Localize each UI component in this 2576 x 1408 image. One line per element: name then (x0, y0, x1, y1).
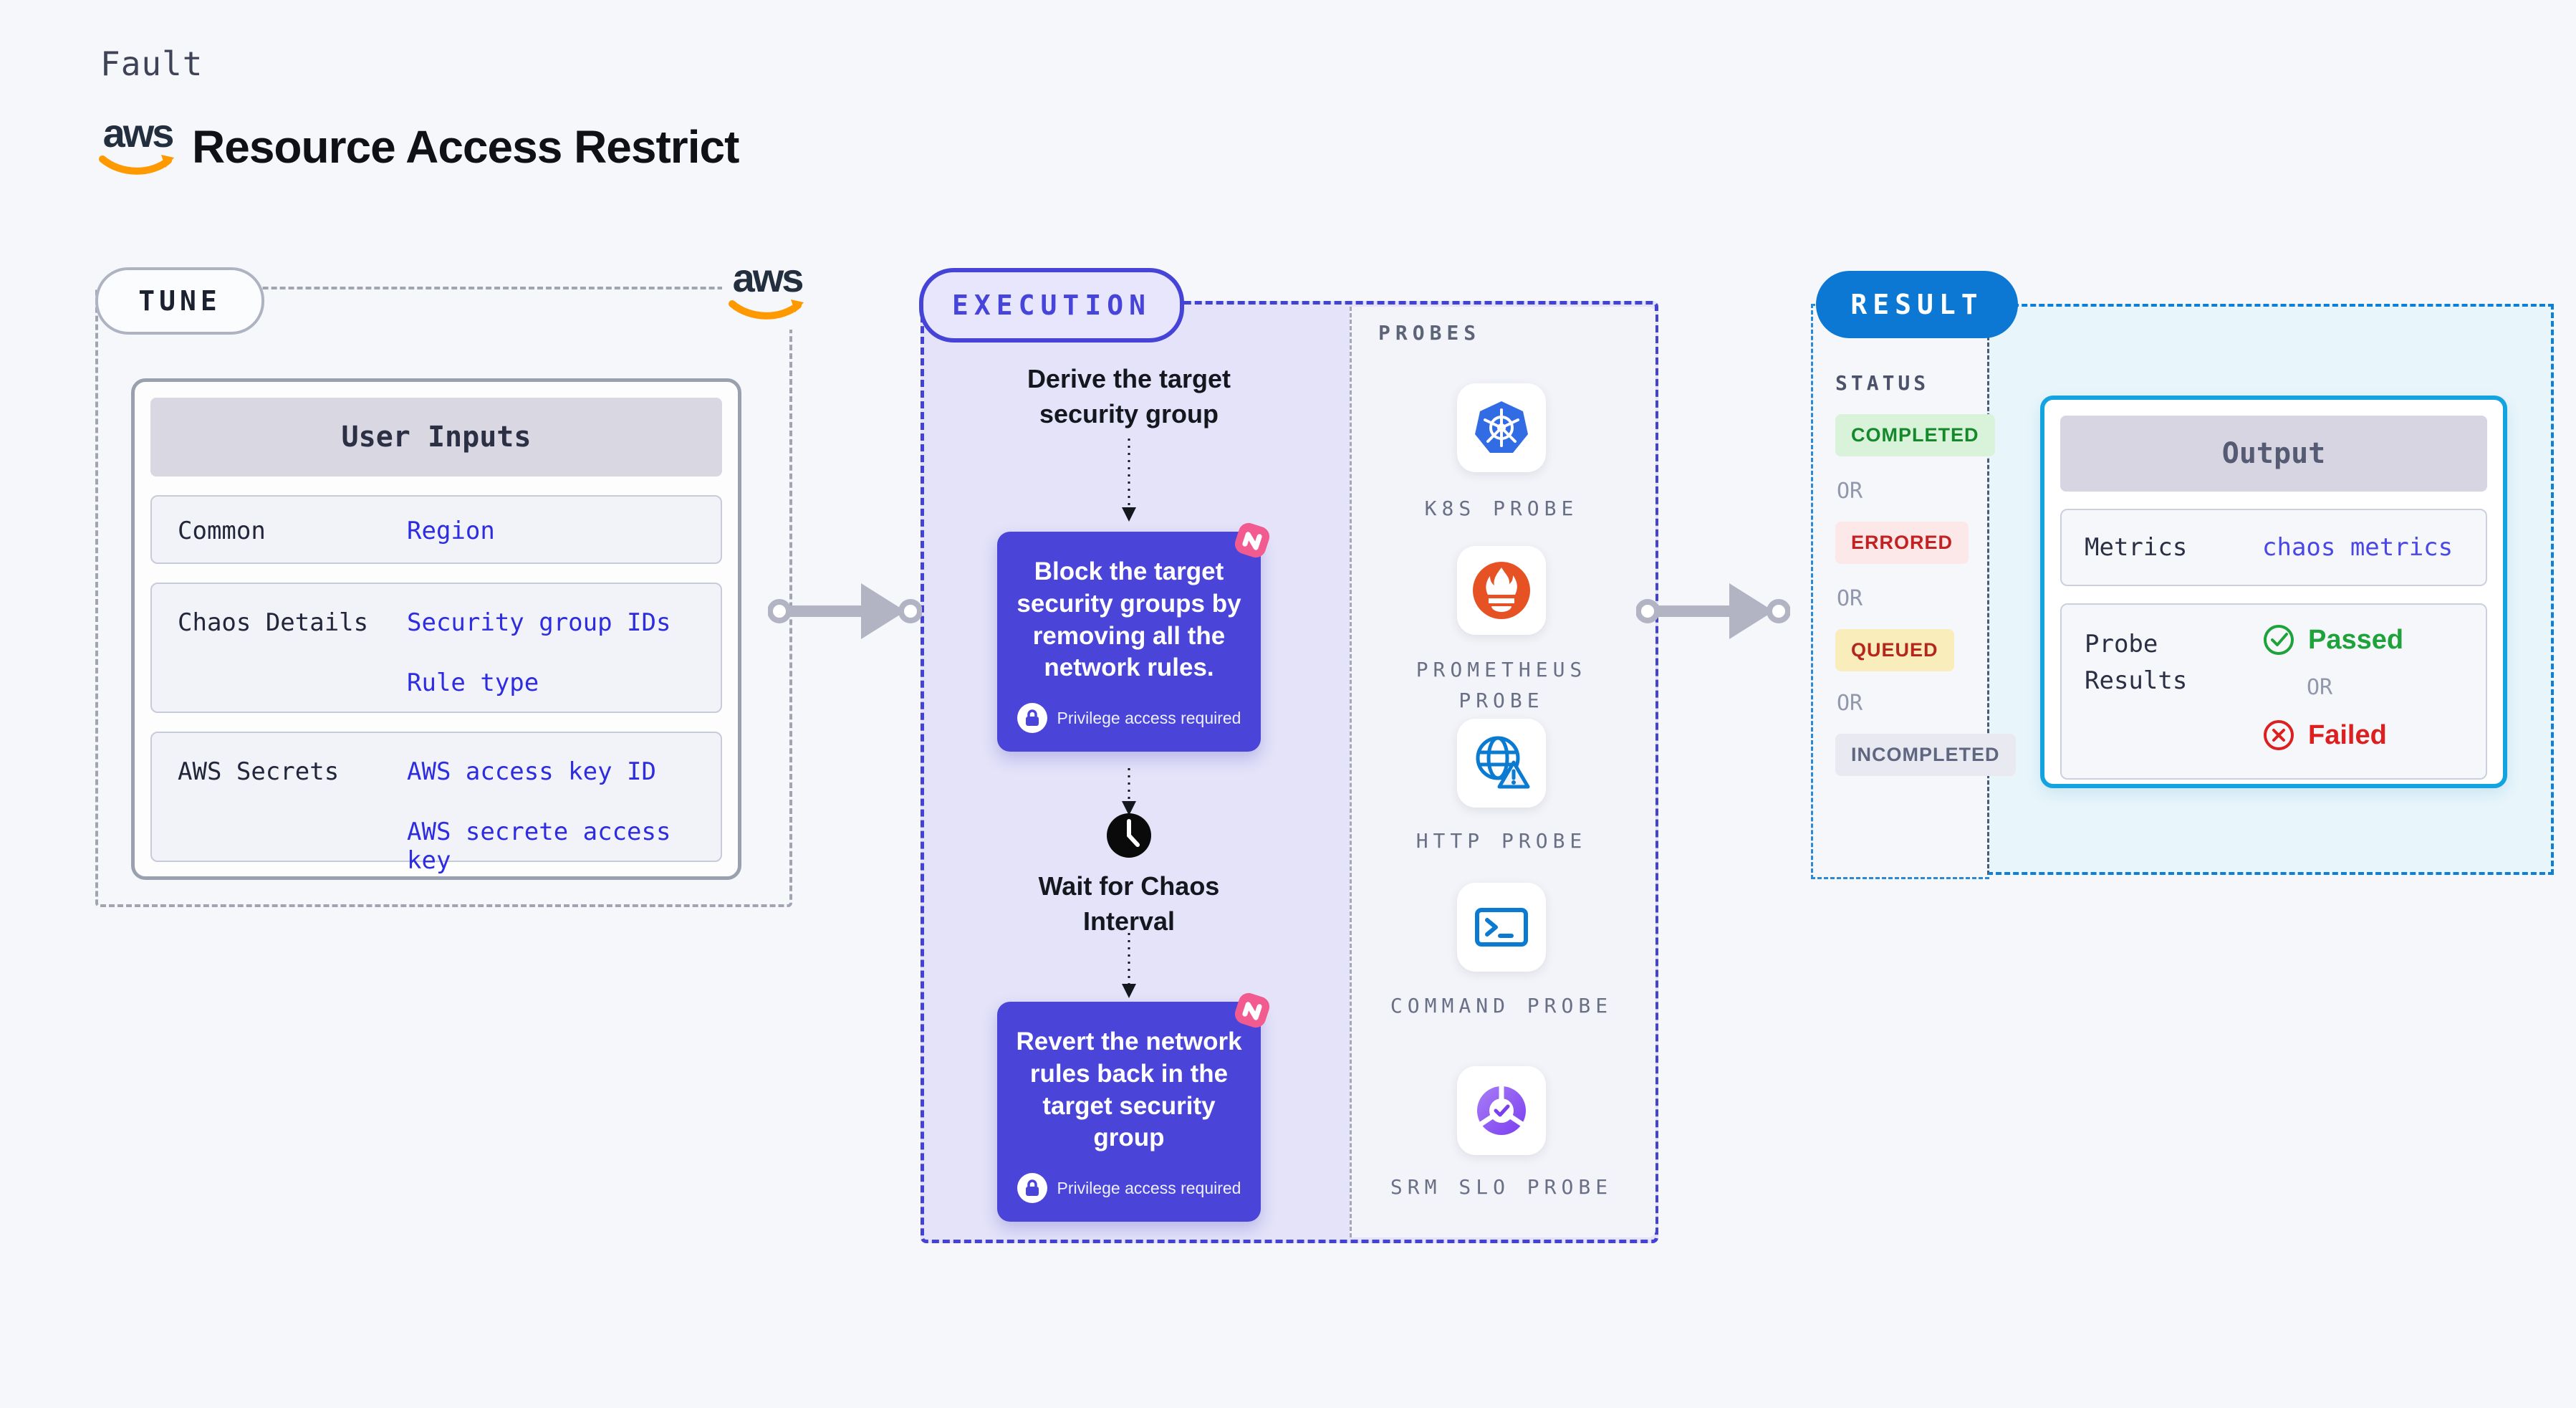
status-badge-completed: COMPLETED (1835, 414, 1995, 456)
row-label: Metrics (2085, 532, 2188, 562)
probe-label-command: COMMAND PROBE (1390, 994, 1613, 1017)
step-derive-label: Derive the target security group (1027, 364, 1231, 428)
kubernetes-icon (1475, 401, 1528, 453)
metrics-value-link[interactable]: chaos metrics (2262, 533, 2454, 562)
arrow-tune-to-execution (768, 583, 922, 639)
clock-icon (1107, 813, 1151, 858)
step-revert-box: Revert the network rules back in the tar… (997, 992, 1270, 1222)
or-separator: OR (1837, 479, 1863, 504)
failed-label: Failed (2308, 719, 2387, 750)
failed-line: Failed (2262, 719, 2403, 752)
probe-card-command (1457, 883, 1546, 972)
slo-donut-check-icon (1477, 1086, 1526, 1135)
user-inputs-table: User Inputs Common Region Chaos Details … (131, 378, 741, 880)
or-separator: OR (2307, 675, 2333, 700)
aws-logo-text: aws (732, 255, 804, 300)
probe-card-k8s (1457, 383, 1546, 472)
probes-label: PROBES (1378, 321, 1481, 345)
table-row-chaos-details: Chaos Details Security group IDs Rule ty… (150, 583, 722, 713)
x-circle-icon (2264, 720, 2294, 750)
row-label: AWS Secrets (178, 757, 340, 786)
chaos-pinwheel-icon (1234, 992, 1270, 1028)
probe-card-prometheus (1457, 546, 1546, 635)
step-revert-text: Revert the network rules back in the tar… (1016, 1028, 1242, 1152)
row-value-link[interactable]: Rule type (407, 669, 539, 697)
row-label: Common (178, 517, 266, 545)
row-value-link[interactable]: Region (407, 517, 495, 545)
tune-badge: TUNE (95, 267, 264, 335)
output-header: Output (2060, 416, 2487, 492)
check-circle-icon (2264, 625, 2294, 655)
aws-logo: aws (98, 113, 177, 185)
row-label: Chaos Details (178, 608, 369, 637)
aws-smile-icon (729, 300, 804, 320)
dotted-arrow-icon (1122, 439, 1136, 522)
aws-smile-icon (99, 155, 174, 175)
row-value-link[interactable]: Security group IDs (407, 608, 671, 637)
terminal-icon (1475, 908, 1528, 947)
output-row-metrics: Metrics chaos metrics (2060, 509, 2487, 586)
aws-logo-text: aws (102, 110, 175, 155)
aws-logo-tune: aws (722, 258, 812, 330)
lock-icon (1017, 1173, 1047, 1204)
lock-icon (1017, 703, 1047, 734)
table-row-aws-secrets: AWS Secrets AWS access key ID AWS secret… (150, 732, 722, 875)
tune-section-box (95, 287, 792, 907)
probe-label-http: HTTP PROBE (1416, 829, 1587, 853)
step-wait-label: Wait for Chaos Interval (1038, 871, 1220, 936)
status-label: STATUS (1835, 371, 1930, 395)
arrow-execution-to-result (1636, 583, 1790, 639)
row-value-link[interactable]: AWS access key ID (407, 757, 656, 786)
output-row-probe-results: Probe Results Passed OR Failed (2060, 603, 2487, 780)
prometheus-icon (1473, 562, 1530, 619)
or-separator: OR (1837, 586, 1863, 611)
privilege-row: Privilege access required (1017, 1173, 1241, 1204)
status-badge-errored: ERRORED (1835, 522, 1969, 564)
user-inputs-header: User Inputs (150, 398, 722, 476)
dotted-arrow-icon (1122, 933, 1136, 998)
probe-label-k8s: K8S PROBE (1424, 497, 1579, 520)
output-table: Output Metrics chaos metrics Probe Resul… (2040, 396, 2507, 788)
table-row-common: Common Region (150, 495, 722, 564)
status-badge-queued: QUEUED (1835, 629, 1954, 671)
fault-eyebrow: Fault (100, 44, 203, 83)
status-badge-incompleted: INCOMPLETED (1835, 734, 2016, 776)
probe-card-http (1457, 719, 1546, 808)
dotted-arrow-icon (1122, 768, 1136, 815)
or-separator: OR (1837, 691, 1863, 716)
passed-line: Passed (2262, 623, 2403, 656)
privilege-label: Privilege access required (1057, 708, 1241, 727)
row-value-link[interactable]: AWS secrete access key (407, 818, 671, 875)
execution-badge: EXECUTION (919, 268, 1184, 343)
probe-label-srm-slo: SRM SLO PROBE (1390, 1175, 1613, 1199)
step-block-box: Block the target security groups by remo… (997, 522, 1270, 752)
step-block-text: Block the target security groups by remo… (1017, 557, 1241, 682)
probe-card-srm-slo (1457, 1066, 1546, 1155)
probe-label-prometheus: PROMETHEUS PROBE (1416, 658, 1587, 713)
chaos-pinwheel-icon (1234, 522, 1270, 558)
http-globe-warning-icon (1476, 736, 1530, 789)
page-title: Resource Access Restrict (192, 121, 739, 173)
privilege-label: Privilege access required (1057, 1178, 1241, 1197)
row-label: Probe Results (2085, 630, 2188, 695)
passed-label: Passed (2308, 624, 2404, 655)
result-badge: RESULT (1816, 271, 2018, 338)
privilege-row: Privilege access required (1017, 703, 1241, 734)
